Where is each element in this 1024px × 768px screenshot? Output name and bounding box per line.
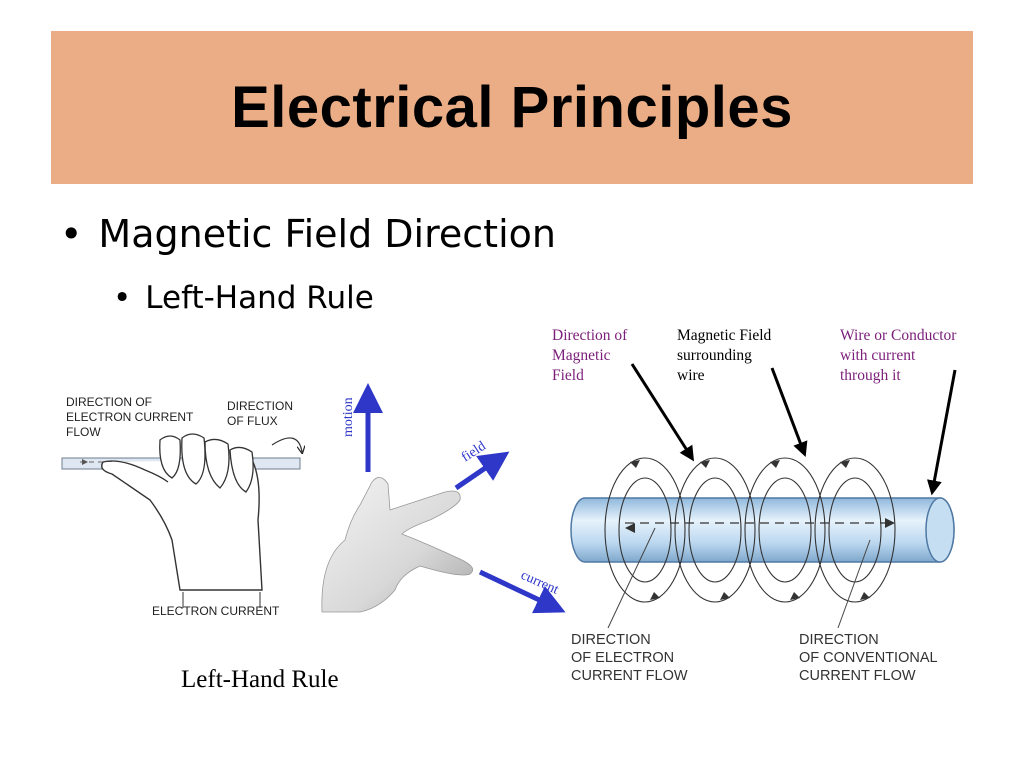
field-label: field [459, 439, 489, 466]
conductor-label: Wire or Conductor with current through i… [840, 327, 957, 384]
title-band: Electrical Principles [51, 31, 973, 184]
bullet-text: Magnetic Field Direction [98, 212, 556, 256]
figure-caption: Left-Hand Rule [181, 666, 339, 693]
flux-label: DIRECTION OF FLUX [227, 399, 293, 428]
slide-title: Electrical Principles [231, 75, 793, 140]
bullet-dot: • [60, 212, 83, 256]
hand-grip-drawing [61, 433, 302, 608]
bullet-dot: • [113, 280, 132, 316]
electron-current-label: ELECTRON CURRENT [152, 604, 280, 618]
bullet-level-1: • Magnetic Field Direction [60, 212, 556, 256]
field-direction-label: Direction of Magnetic Field [552, 327, 628, 384]
electron-flow-label: DIRECTION OF ELECTRON CURRENT FLOW [66, 395, 194, 439]
field-surrounding-label: Magnetic Field surrounding wire [677, 327, 772, 384]
electron-current-flow-label: DIRECTION OF ELECTRON CURRENT FLOW [571, 632, 688, 684]
motion-label: motion [341, 397, 356, 437]
bullet-text: Left-Hand Rule [145, 280, 374, 316]
conventional-current-flow-label: DIRECTION OF CONVENTIONAL CURRENT FLOW [799, 632, 938, 684]
bullet-level-2: • Left-Hand Rule [113, 280, 374, 316]
three-finger-drawing [321, 383, 566, 614]
wire-diagram-drawing [570, 363, 957, 629]
